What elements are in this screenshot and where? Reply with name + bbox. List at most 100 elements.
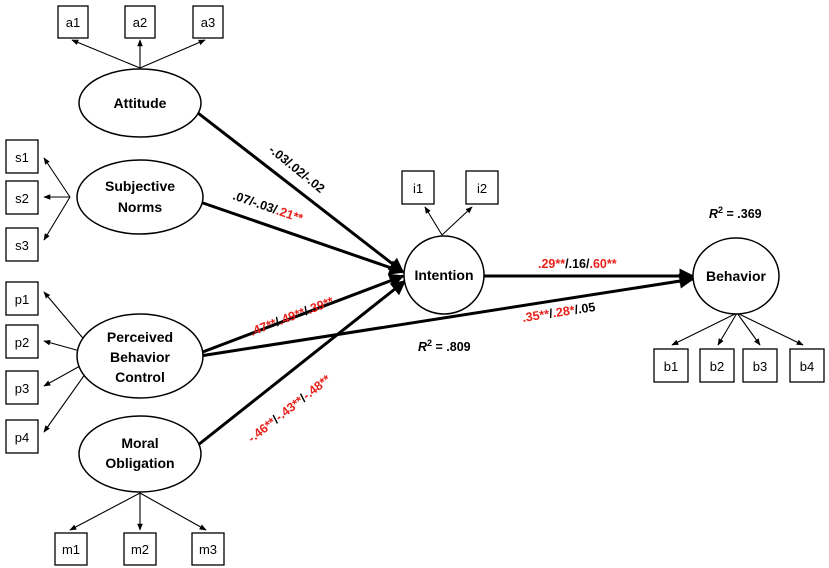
coef-part: -.03 <box>251 195 276 215</box>
construct-moral-obligation: Moral Obligation <box>78 415 202 493</box>
indicator-s1: s1 <box>5 139 39 174</box>
r-value: = .809 <box>432 340 471 354</box>
r-symbol: R <box>709 207 718 221</box>
coef-intention-behavior: .29**/.16/.60** <box>538 257 617 271</box>
indicator-b2: b2 <box>699 348 735 383</box>
coef-part: / <box>270 413 282 426</box>
path-mo-intention <box>197 279 407 447</box>
coef-part: / <box>302 304 311 319</box>
construct-intention: Intention <box>403 235 485 315</box>
coef-part: / <box>299 169 311 182</box>
indicator-label: p4 <box>15 430 29 445</box>
construct-label: Obligation <box>105 455 174 471</box>
indicator-a3: a3 <box>192 5 224 39</box>
indicator-label: i2 <box>477 181 487 196</box>
coef-part: .21** <box>274 204 304 226</box>
indicator-label: a3 <box>201 15 215 30</box>
coef-part: .60** <box>589 257 616 271</box>
indicator-label: p3 <box>15 381 29 396</box>
coef-part: / <box>548 306 554 320</box>
coef-part: .07 <box>231 189 252 208</box>
coef-sn-intention: .07/-.03/.21** <box>231 189 305 226</box>
construct-label: Behavior <box>110 349 170 365</box>
indicator-a1: a1 <box>57 5 89 39</box>
indicator-m2: m2 <box>123 532 157 566</box>
indicator-label: s3 <box>15 238 29 253</box>
coef-part: -.48** <box>300 372 333 402</box>
arrow-mo-m1 <box>69 492 141 531</box>
coef-pbc-intention: .47**/.49**/.39** <box>248 294 336 339</box>
arrow-sn-s1 <box>43 157 71 198</box>
coef-part: / <box>247 194 255 209</box>
indicator-label: p1 <box>15 292 29 307</box>
indicator-p4: p4 <box>5 419 39 454</box>
construct-behavior: Behavior <box>692 237 780 315</box>
arrow-int-i2 <box>441 206 473 236</box>
construct-perceived-behavior-control: Perceived Behavior Control <box>76 313 204 399</box>
arrow-attitude-a1 <box>71 39 141 69</box>
coef-part: / <box>565 257 569 271</box>
indicator-i2: i2 <box>465 170 499 205</box>
indicator-p2: p2 <box>5 324 39 359</box>
coef-part: / <box>273 315 282 330</box>
construct-label: Intention <box>414 267 473 283</box>
indicator-label: b4 <box>800 359 814 374</box>
coef-part: / <box>586 257 590 271</box>
construct-label: Norms <box>118 199 163 215</box>
coef-part: .05 <box>577 300 596 316</box>
path-sn-intention <box>199 200 405 275</box>
indicator-label: s2 <box>15 191 29 206</box>
indicator-label: b1 <box>664 359 678 374</box>
indicator-b3: b3 <box>742 348 778 383</box>
arrow-int-i1 <box>424 206 443 236</box>
arrow-beh-b4 <box>736 312 804 346</box>
path-pbc-behavior <box>199 273 695 358</box>
indicator-label: m3 <box>199 542 217 557</box>
indicator-label: a2 <box>133 15 147 30</box>
r-squared-intention: R2 = .809 <box>418 338 471 354</box>
arrow-beh-b2 <box>717 312 738 346</box>
indicator-p1: p1 <box>5 281 39 316</box>
path-attitude-intention <box>197 111 405 274</box>
construct-subjective-norms: Subjective Norms <box>76 159 204 235</box>
coef-part: / <box>297 391 309 404</box>
indicator-b1: b1 <box>653 348 689 383</box>
indicator-label: a1 <box>66 15 80 30</box>
indicator-label: p2 <box>15 335 29 350</box>
coef-part: .39** <box>305 294 335 317</box>
coef-part: .28* <box>552 303 576 320</box>
coef-part: / <box>283 156 295 169</box>
indicator-i1: i1 <box>401 170 435 205</box>
arrow-mo-m3 <box>139 492 207 531</box>
indicator-b4: b4 <box>789 348 825 383</box>
indicator-a2: a2 <box>124 5 156 39</box>
r-exponent: 2 <box>718 205 723 215</box>
construct-label: Moral <box>121 435 158 451</box>
coef-part: / <box>574 303 580 317</box>
indicator-s3: s3 <box>5 227 39 262</box>
indicator-p3: p3 <box>5 370 39 405</box>
construct-label: Attitude <box>114 95 167 111</box>
coef-part: .29** <box>538 257 565 271</box>
coef-pbc-behavior: .35**/.28*/.05 <box>521 300 596 325</box>
indicator-m1: m1 <box>54 532 88 566</box>
construct-attitude: Attitude <box>78 68 202 138</box>
construct-label: Subjective <box>105 178 175 194</box>
arrow-beh-b1 <box>671 312 738 346</box>
arrow-attitude-a3 <box>139 39 206 69</box>
r-symbol: R <box>418 340 427 354</box>
r-exponent: 2 <box>427 338 432 348</box>
indicator-label: i1 <box>413 181 423 196</box>
indicator-label: m2 <box>131 542 149 557</box>
coef-mo-intention: -.46**/-.43**/-.48** <box>245 372 333 445</box>
indicator-label: b3 <box>753 359 767 374</box>
coef-part: .35** <box>521 307 550 325</box>
path-pbc-intention <box>199 273 405 355</box>
indicator-m3: m3 <box>191 532 225 566</box>
arrow-sn-s3 <box>43 196 71 241</box>
construct-label: Behavior <box>706 268 766 284</box>
indicator-label: b2 <box>710 359 724 374</box>
indicator-label: s1 <box>15 150 29 165</box>
construct-label: Perceived <box>107 329 173 345</box>
